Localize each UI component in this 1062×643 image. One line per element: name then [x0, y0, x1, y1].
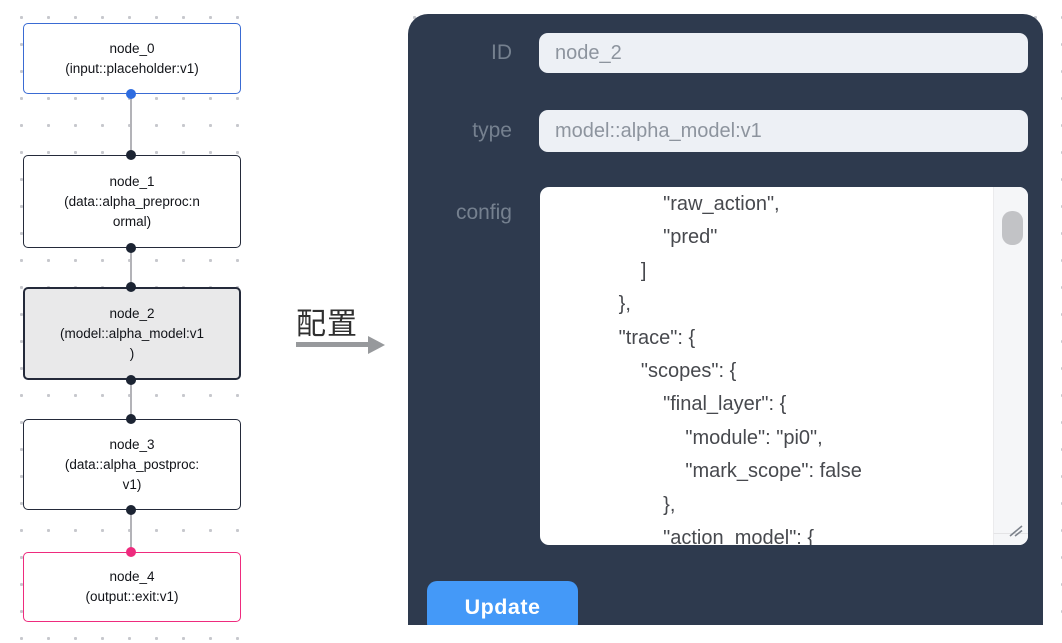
right-arrow-icon [296, 342, 370, 347]
node-title: node_0 [109, 40, 155, 56]
node-title: node_2 [109, 305, 155, 321]
resize-grip-icon [1009, 525, 1023, 537]
node-type-label: (data::alpha_postproc: [64, 456, 200, 472]
flow-node-node_3[interactable]: node_3 (data::alpha_postproc: v1) [23, 419, 241, 510]
right-arrow-head-icon [368, 336, 385, 354]
handle-node0-out[interactable] [126, 89, 136, 99]
node-type-label: (model::alpha_model:v1 [59, 325, 205, 341]
node-title: node_4 [109, 569, 155, 584]
node-title: node_3 [109, 436, 155, 452]
handle-node3-out[interactable] [126, 505, 136, 515]
flow-node-node_0[interactable]: node_0 (input::placeholder:v1) [23, 23, 241, 94]
handle-node2-in[interactable] [126, 282, 136, 292]
update-button[interactable]: Update [427, 581, 578, 625]
node-type-label: (data::alpha_preproc:n [64, 193, 200, 209]
configure-annotation: 配置 [296, 308, 358, 341]
node-config-panel: ID type config "raw_action", "pred" ] },… [408, 14, 1043, 625]
handle-node3-in[interactable] [126, 414, 136, 424]
type-input[interactable] [539, 110, 1028, 152]
id-input[interactable] [539, 33, 1028, 73]
handle-node2-out[interactable] [126, 375, 136, 385]
edge-node0-node1 [130, 94, 132, 155]
edge-node1-node2 [130, 248, 132, 287]
id-field-label: ID [491, 41, 512, 64]
node-type-label: ormal) [112, 213, 152, 229]
config-json-text: "raw_action", "pred" ] }, "trace": { "sc… [618, 193, 862, 545]
config-textarea[interactable]: "raw_action", "pred" ] }, "trace": { "sc… [540, 187, 1028, 545]
node-title: node_1 [109, 173, 155, 189]
flow-node-node_2-selected[interactable]: node_2 (model::alpha_model:v1 ) [23, 287, 241, 380]
edge-node2-node3 [130, 380, 132, 419]
flow-node-node_1[interactable]: node_1 (data::alpha_preproc:n ormal) [23, 155, 241, 248]
handle-node1-out[interactable] [126, 243, 136, 253]
config-field-label: config [455, 201, 512, 224]
node-type-label: v1) [122, 476, 142, 492]
edge-node3-node4 [130, 510, 132, 552]
node-type-label: (input::placeholder:v1) [65, 60, 199, 76]
textarea-resize-handle[interactable] [993, 525, 1028, 545]
node-type-label: ) [129, 345, 135, 361]
type-field-label: type [472, 119, 512, 142]
node-type-label: (output::exit:v1) [85, 589, 179, 604]
flow-node-node_4[interactable]: node_4 (output::exit:v1) [23, 552, 241, 622]
handle-node1-in[interactable] [126, 150, 136, 160]
handle-node4-in[interactable] [126, 547, 136, 557]
config-scrollbar-thumb[interactable] [1002, 211, 1023, 245]
